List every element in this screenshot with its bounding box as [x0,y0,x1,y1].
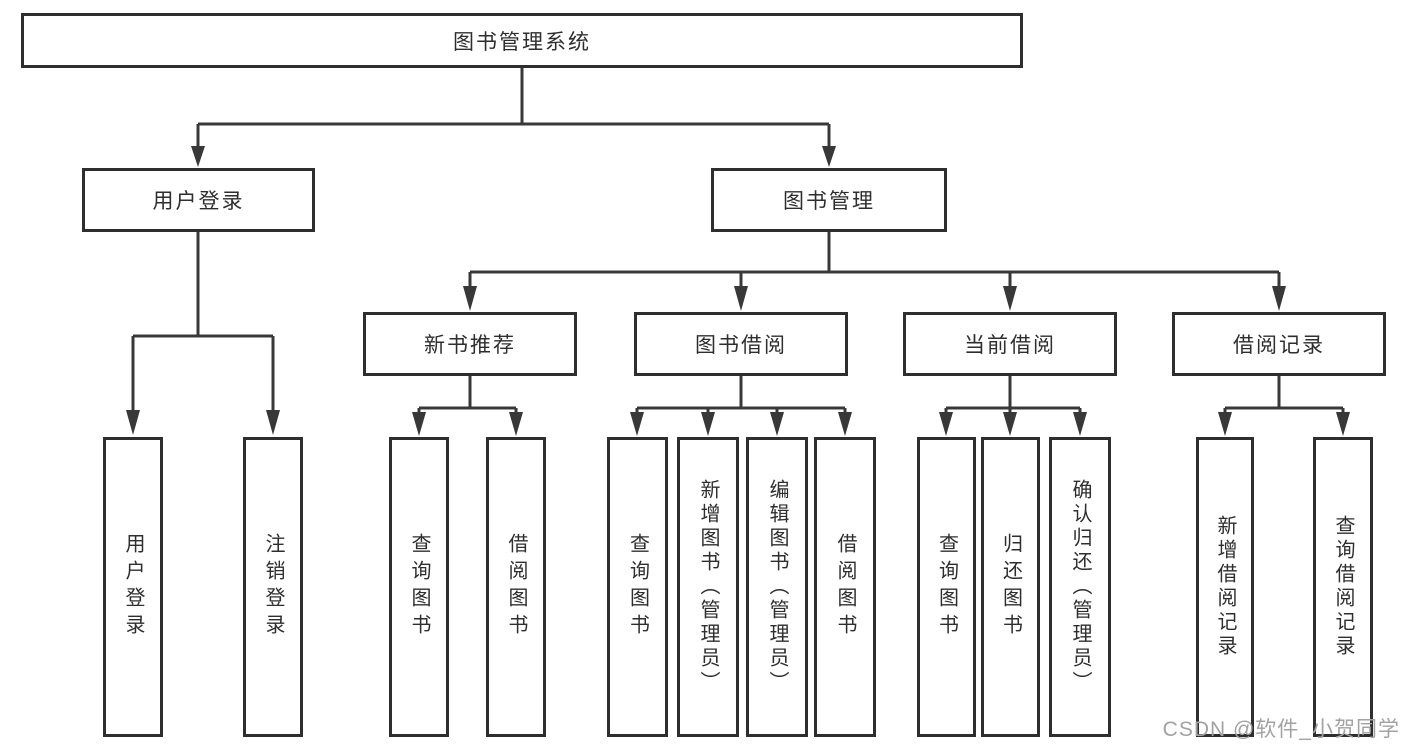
node-label: 借阅图书 [505,533,527,641]
node-book-borrowing: 图书借阅 [634,312,848,376]
node-label: 借阅图书 [834,533,856,641]
node-label: 编辑图书（管理员） [766,479,788,695]
node-label: 查询图书 [408,533,430,641]
node-label: 用户登录 [152,190,245,213]
leaf-query-books: 查询图书 [917,437,976,737]
node-label: 查询图书 [935,533,958,641]
node-label: 查询借阅记录 [1332,515,1354,659]
node-new-book-recommend: 新书推荐 [363,312,577,376]
node-label: 图书管理系统 [453,30,591,54]
node-current-borrowing: 当前借阅 [903,312,1117,376]
node-label: 新增图书（管理员） [697,479,719,695]
node-label: 新增借阅记录 [1214,515,1236,659]
leaf-borrow-books: 借阅图书 [486,437,546,737]
node-label: 当前借阅 [964,334,1056,357]
csdn-watermark: CSDN @软件_小贺同学 [1162,718,1400,741]
node-library-management-system: 图书管理系统 [21,13,1023,68]
node-label: 用户登录 [122,533,144,641]
leaf-confirm-return-admin: 确认归还（管理员） [1049,437,1111,737]
node-label: 图书管理 [783,190,875,213]
leaf-query-books: 查询图书 [389,437,449,737]
leaf-user-login: 用户登录 [103,437,163,737]
leaf-edit-books-admin: 编辑图书（管理员） [746,437,808,737]
node-borrowing-records: 借阅记录 [1172,312,1386,376]
leaf-borrow-books: 借阅图书 [814,437,876,737]
arrowheads [126,146,1350,436]
leaf-add-borrow-record: 新增借阅记录 [1196,437,1254,737]
node-user-login: 用户登录 [82,168,315,232]
node-label: 注销登录 [262,533,284,641]
node-label: 新书推荐 [424,334,516,357]
leaf-logout: 注销登录 [243,437,303,737]
leaf-return-books: 归还图书 [981,437,1040,737]
node-book-management: 图书管理 [711,168,947,232]
node-label: 查询图书 [626,533,649,641]
leaf-query-borrow-record: 查询借阅记录 [1313,437,1373,737]
node-label: 借阅记录 [1233,334,1325,357]
node-label: 归还图书 [999,533,1022,641]
node-label: 图书借阅 [695,334,787,357]
leaf-query-books: 查询图书 [607,437,668,737]
node-label: 确认归还（管理员） [1069,479,1091,695]
leaf-add-books-admin: 新增图书（管理员） [677,437,739,737]
